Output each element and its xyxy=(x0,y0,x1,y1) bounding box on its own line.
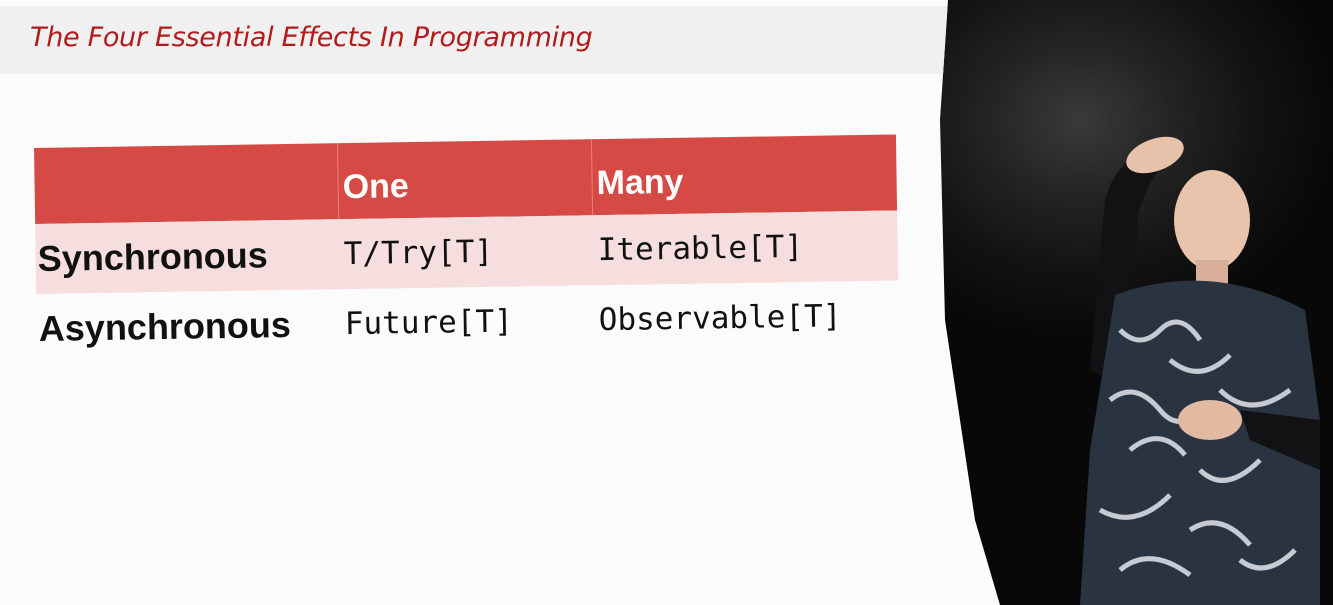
row-header-asynchronous: Asynchronous xyxy=(38,303,292,349)
table-header-row: One Many xyxy=(34,134,898,224)
slide-title-bar xyxy=(0,6,948,74)
table-row: Asynchronous Future[T] Observable[T] xyxy=(36,280,899,364)
row-header-synchronous: Synchronous xyxy=(37,234,269,279)
presentation-slide: The Four Essential Effects In Programmin… xyxy=(0,0,1000,605)
effects-table: One Many Synchronous T/Try[T] Iterable[T… xyxy=(34,134,899,364)
header-cell-one: One xyxy=(337,139,594,220)
header-cell-empty xyxy=(34,143,340,224)
table-row: Synchronous T/Try[T] Iterable[T] xyxy=(35,210,899,294)
cell-async-many: Observable[T] xyxy=(598,298,842,339)
cell-sync-many: Iterable[T] xyxy=(597,228,804,269)
slide-title: The Four Essential Effects In Programmin… xyxy=(30,22,593,53)
header-cell-many: Many xyxy=(596,162,684,203)
presenter-figure xyxy=(1080,136,1320,605)
cell-sync-one: T/Try[T] xyxy=(343,233,494,273)
cell-async-one: Future[T] xyxy=(344,303,514,343)
